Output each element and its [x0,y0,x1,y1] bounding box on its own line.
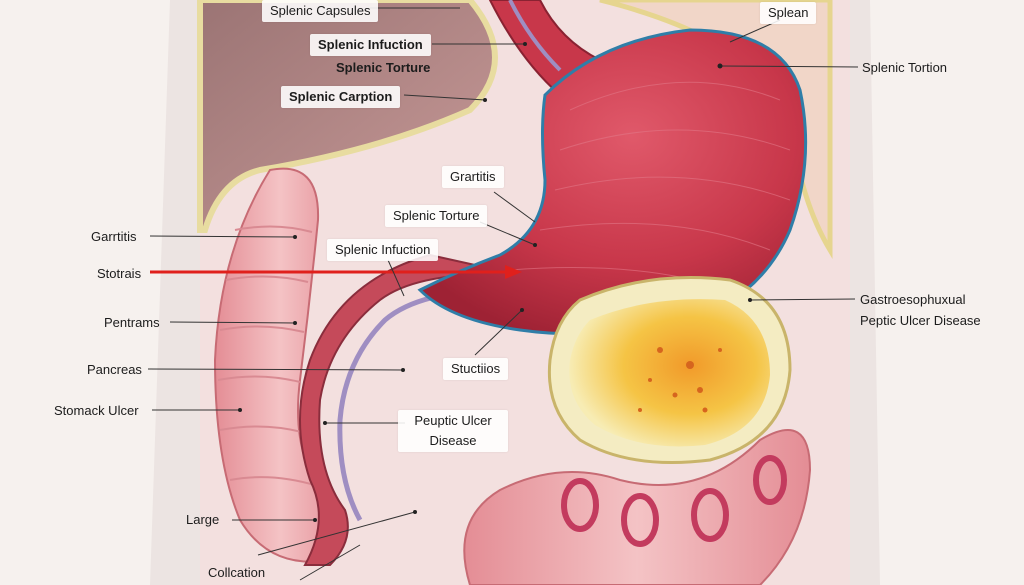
label-collcation: Collcation [208,565,266,580]
label-splenic-torture-top: Splenic Torture [336,60,431,75]
label-splenic-carption: Splenic Carption [281,86,401,108]
label-splenic-infuction-top: Splenic Infuction [310,34,431,56]
label-stuctiios: Stuctiios [443,358,509,380]
label-peuptic-line2: Disease [429,433,477,448]
red-arrow-icon [150,265,522,279]
label-pancreas: Pancreas [87,362,142,377]
label-peuptic-ulcer-disease: Peuptic Ulcer Disease [398,410,508,452]
label-pentrams: Pentrams [104,315,160,330]
duodenum [299,253,521,566]
label-splenic-torture-mid: Splenic Torture [385,205,488,227]
label-splenic-infuction-mid: Splenic Infuction [327,239,439,261]
leader-lines [147,7,859,581]
label-garrtitis: Garrtitis [91,229,137,244]
small-intestine [463,429,812,585]
label-splean: Splean [760,2,817,24]
label-gastroesophuxual: Gastroesophuxual [860,292,966,307]
label-large: Large [186,512,220,527]
torso-wall [150,0,205,585]
label-peuptic-line1: Peuptic Ulcer [414,413,492,428]
label-splenic-tortion: Splenic Tortion [862,60,948,75]
label-grartitis: Grartitis [442,166,504,188]
label-peptic-ulcer-disease-right: Peptic Ulcer Disease [860,313,981,328]
liver [197,0,498,233]
label-stotrais: Stotrais [97,266,142,281]
label-splenic-capsules: Splenic Capsules [262,0,379,22]
label-stomack-ulcer: Stomack Ulcer [54,403,139,418]
